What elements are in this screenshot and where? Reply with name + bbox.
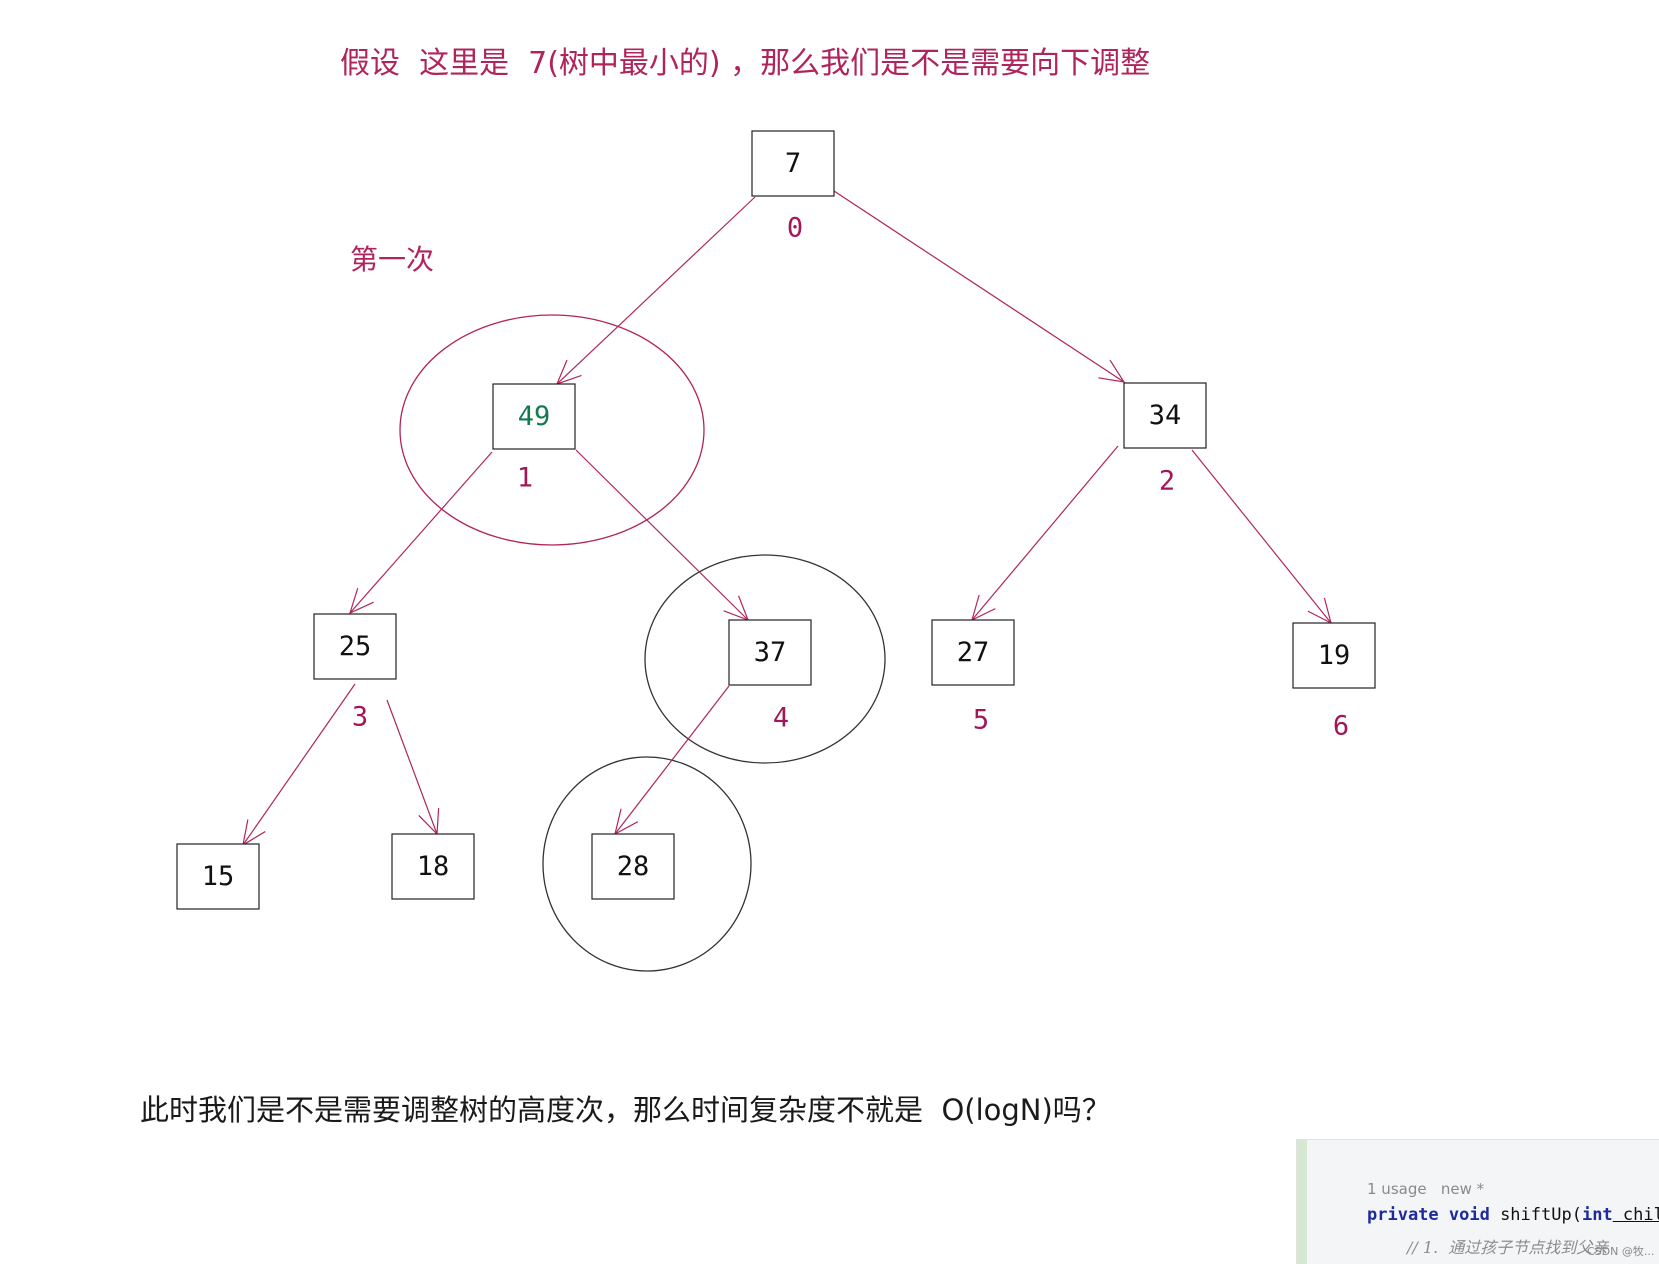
- edge-49-25: [349, 451, 493, 614]
- node-index-label: 3: [352, 702, 368, 733]
- tree-node-15: 15: [176, 843, 260, 910]
- node-index-label: 1: [517, 463, 533, 494]
- code-comment: // 1. 通过孩子节点找到父亲: [1407, 1238, 1609, 1257]
- node-box: [176, 843, 260, 910]
- code-keyword-int: int: [1581, 1205, 1613, 1225]
- code-snippet-thumbnail: 1 usage new * private void shiftUp(int c…: [1297, 1140, 1659, 1264]
- tree-node-7: 70: [751, 130, 835, 244]
- code-method-signature: private void shiftUp(int child: [1367, 1205, 1659, 1225]
- code-usage-meta: 1 usage new *: [1367, 1180, 1485, 1198]
- node-index-label: 0: [787, 213, 803, 244]
- node-box: [751, 130, 835, 197]
- code-arg: child: [1622, 1205, 1659, 1225]
- node-index-label: 4: [773, 703, 789, 734]
- node-value: 34: [1149, 400, 1182, 431]
- edge-7-49: [556, 196, 756, 385]
- edge-37-28: [614, 685, 730, 835]
- tree-node-37: 37 4: [728, 619, 812, 734]
- code-keyword: private void: [1367, 1205, 1490, 1225]
- tree-node-27: 27 5: [931, 619, 1015, 736]
- edge-7-34: [833, 190, 1125, 383]
- diagram-title: 假设 这里是 7(树中最小的) ，那么我们是不是需要向下调整: [340, 46, 1151, 81]
- highlight-circle-28: [542, 756, 752, 972]
- tree-node-19: 19 6: [1292, 622, 1376, 742]
- edge-34-27: [971, 445, 1119, 621]
- node-index-label: 5: [973, 705, 989, 736]
- node-value: 28: [617, 851, 650, 882]
- step-label: 第一次: [350, 243, 435, 276]
- node-box: [391, 833, 475, 900]
- node-value: 27: [957, 637, 990, 668]
- node-value: 15: [202, 861, 235, 892]
- node-value: 19: [1318, 640, 1351, 671]
- edge-34-19: [1191, 449, 1332, 624]
- edge-25-15: [242, 683, 356, 846]
- highlight-circle-37: [644, 554, 886, 764]
- node-value: 18: [417, 851, 450, 882]
- node-index-label: 6: [1333, 711, 1349, 742]
- code-method-name: shiftUp(: [1489, 1205, 1582, 1225]
- node-index-label: 2: [1159, 466, 1175, 497]
- tree-node-25: 25 3: [313, 613, 397, 733]
- node-value: 25: [339, 631, 372, 662]
- tree-node-34: 34 2: [1123, 382, 1207, 497]
- node-box: [492, 383, 576, 450]
- highlight-circle-49: [399, 314, 705, 546]
- node-box: [1123, 382, 1207, 449]
- watermark: CSDN @牧...: [1587, 1245, 1655, 1258]
- tree-node-28: 28: [591, 833, 675, 900]
- node-value: 37: [754, 637, 787, 668]
- edge-49-37: [575, 449, 749, 621]
- node-value: 49: [518, 401, 551, 432]
- node-box: [591, 833, 675, 900]
- node-box: [313, 613, 397, 680]
- tree-node-18: 18: [391, 833, 475, 900]
- arrowhead-7-34: [1098, 359, 1126, 383]
- edge-25-18: [386, 699, 438, 835]
- tree-node-49: 49 1: [492, 383, 576, 494]
- node-box: [728, 619, 812, 686]
- node-box: [1292, 622, 1376, 689]
- arrowhead-49-25: [349, 588, 374, 615]
- node-value: 7: [785, 148, 801, 179]
- node-box: [931, 619, 1015, 686]
- complexity-question: 此时我们是不是需要调整树的高度次，那么时间复杂度不就是 O(logN)吗？: [140, 1093, 1111, 1127]
